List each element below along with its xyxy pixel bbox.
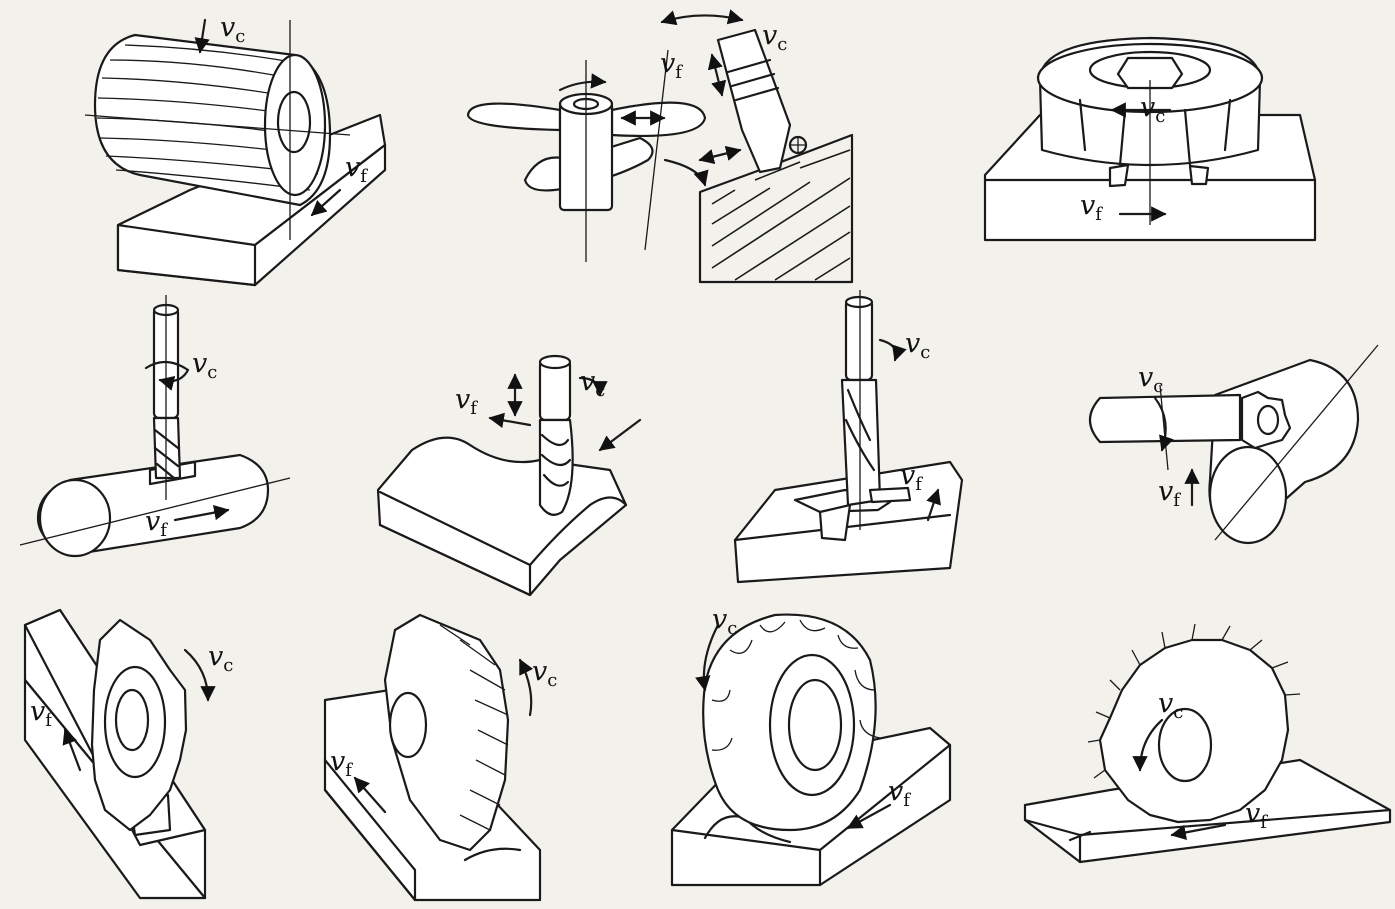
vc-label-6: vc: [905, 328, 930, 363]
panel-keyway-end-milling: vc vf: [19, 295, 291, 558]
vf-label-10: vf: [888, 776, 911, 811]
insert-2: [1188, 164, 1210, 186]
vc-label-10: vc: [712, 604, 737, 639]
vf-label-7: vf: [1158, 476, 1181, 511]
vf-label-3: vf: [1080, 190, 1103, 225]
panel-face-milling: vc vf: [983, 36, 1317, 242]
vf-label-6: vf: [900, 460, 923, 495]
panel-t-slot-end-milling: vc vf: [733, 290, 964, 584]
propeller-blade-left: [466, 102, 562, 132]
vf-label-4: vf: [145, 506, 168, 541]
panel-woodruff-keyseat-milling: vc vf: [1088, 344, 1379, 545]
panel-side-and-face-milling: vc vf: [23, 608, 233, 900]
panel-slitting-saw: vc vf: [1023, 623, 1392, 864]
panel-helical-plain-milling: vc vf: [84, 12, 387, 287]
hatched-workpiece: [698, 133, 854, 284]
vf-label-1: vf: [345, 152, 368, 187]
hex-nut: [1116, 56, 1184, 90]
keyseat-cutter-teeth: [1240, 390, 1292, 450]
vf-arrow-1: [310, 188, 342, 217]
ball-end-tool: [716, 28, 792, 174]
vc-label-5: vc: [580, 366, 605, 401]
panel-propeller-contour-milling: vc vf: [466, 9, 854, 284]
vc-label-11: vc: [1158, 688, 1183, 723]
slotted-block: [376, 436, 628, 597]
vc-arrow-1: [194, 18, 210, 54]
vc-label-7: vc: [1138, 362, 1163, 397]
vc-label-2: vc: [762, 20, 787, 55]
insert-1: [1108, 163, 1130, 188]
t-slot-cutter-shank: [844, 298, 874, 382]
vc-label-3: vc: [1140, 92, 1165, 127]
vf-label-2: vf: [660, 48, 683, 83]
vf-label-8: vf: [30, 696, 53, 731]
vf-label-9: vf: [330, 746, 353, 781]
vc-label-8: vc: [208, 641, 233, 676]
panel-angle-milling: vc vf: [323, 613, 557, 902]
vf-label-5: vf: [455, 384, 478, 419]
vc-label-4: vc: [192, 348, 217, 383]
vc-label-9: vc: [532, 656, 557, 691]
vf-label-11: vf: [1245, 798, 1268, 833]
panel-ball-end-slot-milling: vf vc: [376, 354, 642, 597]
vc-label-1: vc: [220, 12, 245, 47]
panel-form-milling: vc vf: [670, 604, 952, 887]
